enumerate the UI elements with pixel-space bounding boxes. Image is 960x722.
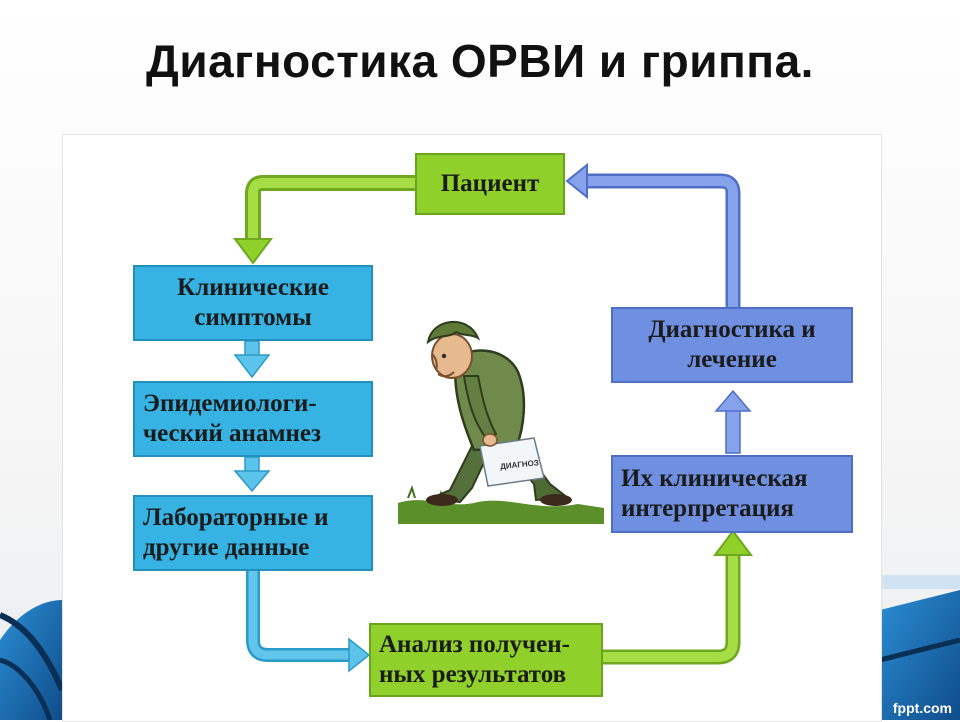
- flow-arrows: [233, 162, 753, 673]
- node-patient: Пациент: [415, 153, 565, 215]
- arrow-anamnesis-to-laboratory: [233, 456, 271, 493]
- arrow-interpretation-to-diagnosis: [714, 389, 752, 454]
- arrow-patient-to-symptoms: [233, 175, 415, 265]
- slide-title: Диагностика ОРВИ и гриппа.: [146, 35, 814, 87]
- arrow-analysis-to-interpretation: [603, 529, 753, 665]
- node-results-analysis: Анализ получен- ных результатов: [369, 623, 603, 697]
- arrow-laboratory-to-analysis: [246, 571, 371, 673]
- diagnosis-paper: ДИАГНОЗ: [479, 437, 545, 487]
- bottom-right-decoration: [880, 590, 960, 720]
- arrow-diagnosis-to-patient: [565, 162, 741, 307]
- brand-watermark: fppt.com: [892, 700, 952, 716]
- node-diagnosis-treatment: Диагностика и лечение: [611, 307, 853, 383]
- arrow-symptoms-to-anamnesis: [233, 340, 271, 379]
- bottom-left-decoration: [0, 600, 62, 720]
- head: [426, 321, 481, 379]
- sick-man-illustration: ДИАГНОЗ: [398, 298, 604, 524]
- node-clinical-symptoms: Клинические симптомы: [133, 265, 373, 341]
- node-laboratory-data: Лабораторные и другие данные: [133, 495, 373, 571]
- node-epidemiological-anamnesis: Эпидемиологи- ческий анамнез: [133, 381, 373, 457]
- grass: [398, 500, 604, 524]
- paper-label: ДИАГНОЗ: [500, 458, 540, 471]
- node-clinical-interpretation: Их клиническая интерпретация: [611, 455, 853, 533]
